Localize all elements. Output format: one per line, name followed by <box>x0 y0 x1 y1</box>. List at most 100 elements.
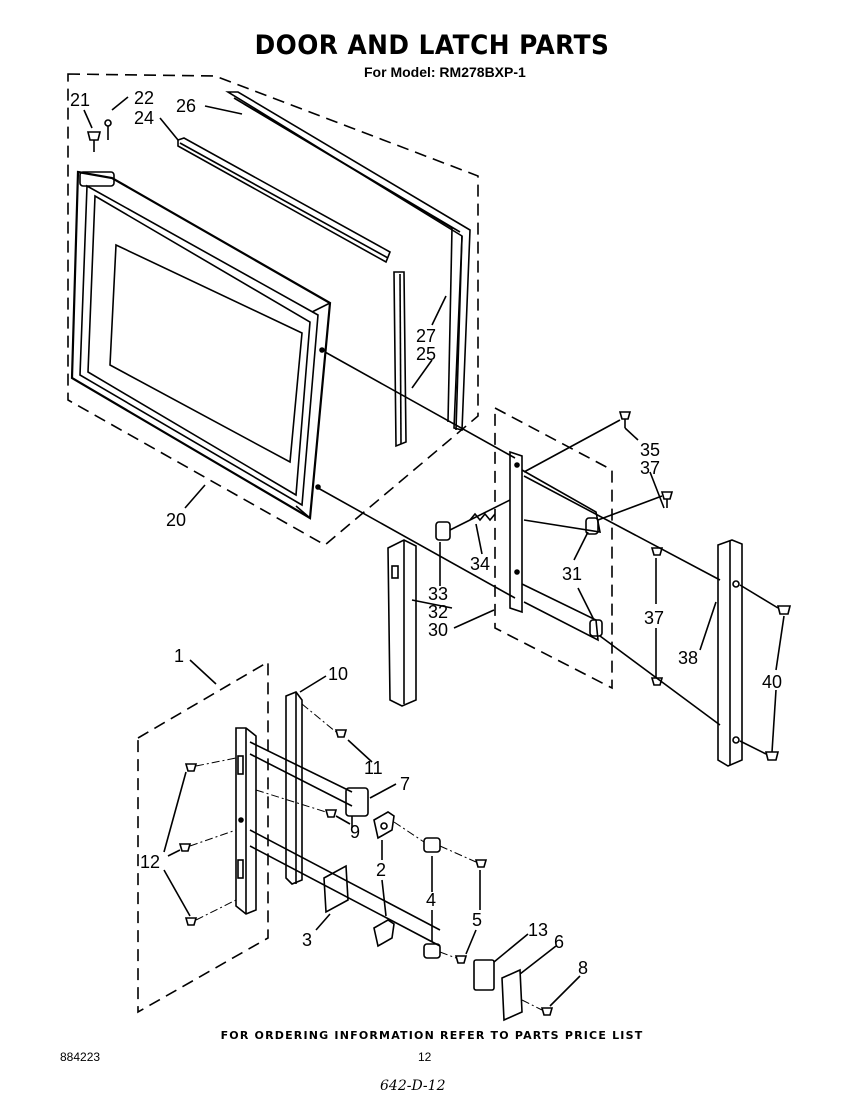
callout-27: 27 <box>416 326 436 346</box>
callout-8: 8 <box>578 958 588 978</box>
callout-13: 13 <box>528 920 548 940</box>
leader-32 <box>411 599 453 609</box>
screw-part-12-b <box>178 843 192 852</box>
callout-37-lower: 37 <box>644 608 664 628</box>
switch-part-7 <box>345 787 369 828</box>
leader-20 <box>184 484 206 509</box>
callout-10: 10 <box>328 664 348 684</box>
switch-part-13 <box>473 959 495 991</box>
callout-21: 21 <box>70 90 90 110</box>
document-number: 884223 <box>60 1050 101 1064</box>
leader-6 <box>519 945 557 975</box>
screw-part-9 <box>324 809 338 818</box>
callout-20: 20 <box>166 510 186 530</box>
leader-12-c <box>163 869 191 917</box>
callout-32: 32 <box>428 602 448 622</box>
callout-38: 38 <box>678 648 698 668</box>
latch-group-outline <box>494 406 613 690</box>
leader-11 <box>347 739 373 763</box>
strip-part-24 <box>177 137 392 264</box>
callout-37-upper: 37 <box>640 458 660 478</box>
leader-30 <box>453 609 495 629</box>
screw-part-21 <box>86 131 102 152</box>
leader-37a <box>649 471 665 509</box>
leader-31b <box>577 587 595 621</box>
leader-5-down <box>465 929 477 955</box>
latch-part-33 <box>435 521 451 541</box>
leader-7 <box>369 783 397 799</box>
bracket-part-6 <box>501 968 523 1022</box>
callout-33: 33 <box>428 584 448 604</box>
switch-group-outline <box>137 660 269 1014</box>
leader-12-a <box>163 771 187 853</box>
plate-part-3 <box>323 864 349 914</box>
callout-5: 5 <box>472 910 482 930</box>
screw-part-37-upper <box>660 491 674 508</box>
latch-plate-part-30 <box>509 450 602 642</box>
callout-24: 24 <box>134 108 154 128</box>
leader-9 <box>335 815 351 825</box>
screw-part-37-low <box>650 677 664 686</box>
part-4-lower <box>423 943 441 959</box>
screw-part-12-c <box>184 917 198 926</box>
latch-handle-part-32 <box>387 539 417 707</box>
leader-1 <box>189 659 217 685</box>
callout-1: 1 <box>174 646 184 666</box>
screw-part-40-lower <box>764 751 780 761</box>
leader-22 <box>111 96 129 111</box>
screw-part-40-upper <box>776 605 792 615</box>
leader-10 <box>299 675 327 693</box>
callout-9: 9 <box>350 822 360 842</box>
choke-part-26 <box>225 91 471 432</box>
callout-11: 11 <box>364 758 383 778</box>
callout-7: 7 <box>400 774 410 794</box>
model-subtitle: For Model: RM278BXP-1 <box>364 64 526 80</box>
screw-part-8 <box>540 1007 554 1016</box>
leader-24 <box>159 117 179 141</box>
leader-26 <box>204 105 243 115</box>
leader-8 <box>549 975 581 1007</box>
leader-40-up <box>775 615 785 671</box>
screw-part-5-upper <box>474 859 488 868</box>
leader-3 <box>315 913 331 931</box>
strip-part-25 <box>393 271 407 448</box>
leader-34 <box>475 523 483 555</box>
page-number: 12 <box>418 1050 432 1064</box>
callout-34: 34 <box>470 554 490 574</box>
door-group-outline <box>67 73 479 546</box>
leader-31a <box>573 531 589 561</box>
callout-22: 22 <box>134 88 154 108</box>
ordering-info-footer: FOR ORDERING INFORMATION REFER TO PARTS … <box>220 1029 644 1042</box>
page-title: DOOR AND LATCH PARTS <box>254 30 610 61</box>
leader-2-down <box>381 879 387 917</box>
screw-part-35 <box>618 411 632 428</box>
screw-part-22 <box>104 119 112 140</box>
leader-12-b <box>167 849 181 857</box>
latch-part-31-lower <box>589 619 603 637</box>
callout-3: 3 <box>302 930 312 950</box>
callout-12: 12 <box>140 852 160 872</box>
callout-30: 30 <box>428 620 448 640</box>
screw-part-5-lower <box>454 955 468 964</box>
callout-26: 26 <box>176 96 196 116</box>
cam-part-2-lower <box>373 919 395 948</box>
callout-2: 2 <box>376 860 386 880</box>
leader-38 <box>699 601 717 651</box>
screw-part-12-a <box>184 763 198 772</box>
leader-40-down <box>771 689 777 753</box>
leader-21 <box>83 109 93 129</box>
bar-part-10 <box>285 691 303 885</box>
door-frame-part-20 <box>70 170 332 520</box>
leader-25 <box>411 359 433 389</box>
callout-4: 4 <box>426 890 436 910</box>
cam-part-2-upper <box>373 811 395 840</box>
callout-31: 31 <box>562 564 582 584</box>
handwritten-note: 642-D-12 <box>380 1078 446 1094</box>
leader-13 <box>493 933 529 963</box>
leader-35 <box>624 427 639 441</box>
bracket-part-1 <box>235 727 257 915</box>
callout-6: 6 <box>554 932 564 952</box>
latch-part-31-upper <box>585 517 599 535</box>
screw-part-11 <box>334 729 348 738</box>
